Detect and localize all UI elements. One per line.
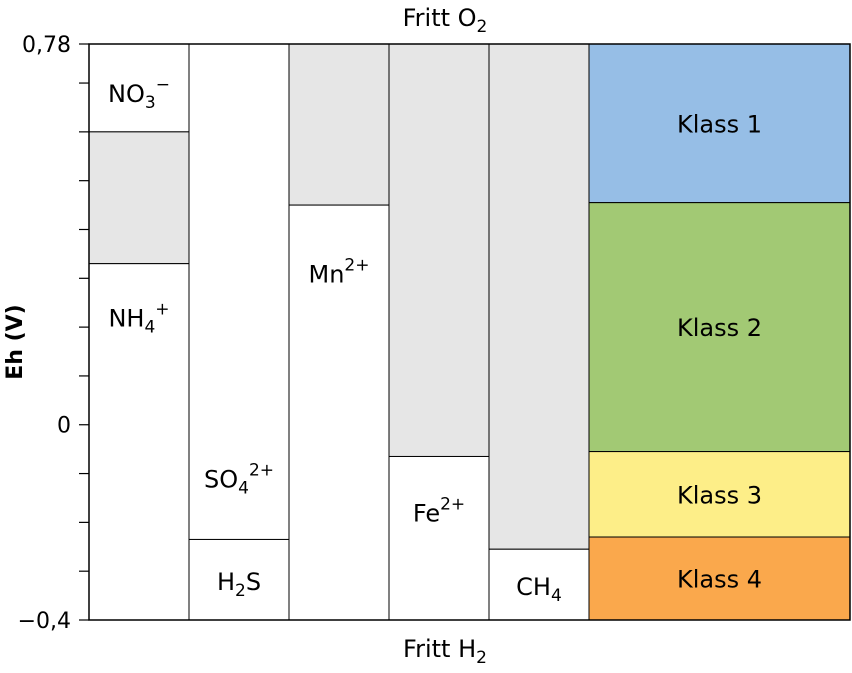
column-3-segment-2 — [288, 204, 390, 621]
class-4-label: Klass 4 — [677, 566, 762, 594]
column-1-segment-3 — [88, 263, 190, 621]
y-tick-label: 0,78 — [22, 33, 71, 58]
top-label: Fritt O2 — [403, 4, 488, 37]
column-2-segment-2 — [188, 538, 290, 621]
column-4-segment-2 — [388, 455, 490, 621]
class-2-band — [588, 202, 851, 453]
y-axis-title: Eh (V) — [3, 304, 28, 380]
y-tick-label: 0 — [57, 414, 71, 439]
species-label: SO42+ — [204, 460, 274, 498]
species-label: H2S — [217, 568, 261, 601]
species-label: Fe2+ — [413, 495, 465, 528]
species-label: Mn2+ — [309, 255, 370, 288]
column-5-segment-2 — [488, 548, 590, 621]
chart-area: NO3− NH4+ SO42+ H2S Mn2+ Fe2+ CH4 Klass 1 Klass … — [18, 33, 851, 634]
plot-frame — [88, 43, 851, 621]
column-4-segment-1 — [388, 43, 490, 457]
class-2-label: Klass 2 — [677, 314, 762, 342]
class-1-label: Klass 1 — [677, 110, 762, 138]
y-tick-label: −0,4 — [18, 609, 71, 634]
column-1-segment-1 — [88, 43, 190, 133]
species-label: CH4 — [516, 573, 562, 606]
class-3-label: Klass 3 — [677, 481, 762, 509]
bottom-label: Fritt H2 — [403, 635, 487, 668]
class-1-band — [588, 43, 851, 204]
species-label: NO3− — [108, 75, 170, 113]
column-1-segment-2 — [88, 131, 190, 265]
column-3-segment-1 — [288, 43, 390, 206]
column-5-segment-1 — [488, 43, 590, 550]
species-label: NH4+ — [108, 299, 169, 337]
class-3-band — [588, 451, 851, 538]
